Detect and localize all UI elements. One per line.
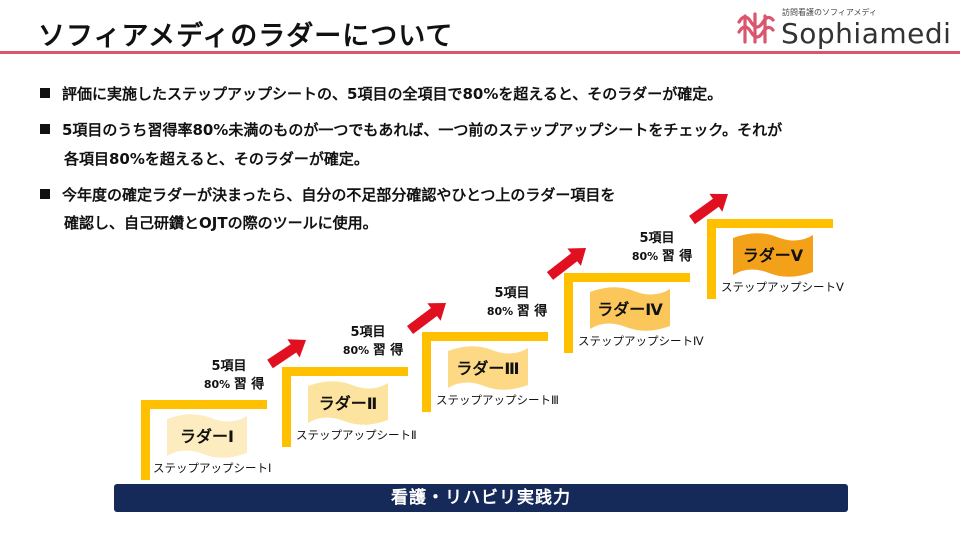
mastery-rate-label: 80% <box>487 305 513 318</box>
square-bullet-icon <box>40 189 50 199</box>
mastery-action-label: 習 得 <box>234 376 265 392</box>
required-items-label: 5項目 <box>211 359 246 374</box>
stepup-sheet-label: ステップアップシートⅠ <box>153 461 271 475</box>
up-right-arrow-icon <box>689 193 728 225</box>
page-title: ソフィアメディのラダーについて <box>38 21 454 52</box>
stepup-sheet-label: ステップアップシートⅤ <box>721 280 844 294</box>
ladder-level-label: ラダーⅡ <box>319 394 378 413</box>
ladder-flag <box>448 346 528 390</box>
bullet-2: 5項目のうち習得率80%未満のものが一つでもあれば、一つ前のステップアップシート… <box>40 120 782 140</box>
step-bracket <box>564 273 690 353</box>
mastery-rate-label: 80% <box>343 344 369 357</box>
step-bracket <box>707 219 833 299</box>
required-items-label: 5項目 <box>494 286 529 301</box>
ladder-flag <box>733 233 813 277</box>
ladder-level-label: ラダーⅢ <box>456 359 519 378</box>
up-right-arrow-icon <box>407 303 446 334</box>
ladder-level-label: ラダーⅣ <box>597 300 663 319</box>
square-bullet-icon <box>40 124 50 134</box>
square-bullet-icon <box>40 88 50 98</box>
up-right-arrow-icon <box>546 248 586 280</box>
bullet-3-line-1: 今年度の確定ラダーが決まったら、自分の不足部分確認やひとつ上のラダー項目を <box>62 186 616 204</box>
practice-ability-bar: 看護・リハビリ実践力 <box>114 484 848 512</box>
bullet-1: 評価に実施したステップアップシートの、5項目の全項目で80%を超えると、そのラダ… <box>40 84 722 104</box>
bullet-1-line-1: 評価に実施したステップアップシートの、5項目の全項目で80%を超えると、そのラダ… <box>62 85 723 103</box>
sophiamedi-logo-icon <box>737 12 775 44</box>
up-right-arrow-icon <box>267 339 306 369</box>
ladder-flag <box>167 414 247 458</box>
stepup-sheet-label: ステップアップシートⅢ <box>436 393 559 407</box>
required-items-label: 5項目 <box>639 231 674 246</box>
bullet-2-line-1: 5項目のうち習得率80%未満のものが一つでもあれば、一つ前のステップアップシート… <box>62 121 783 139</box>
ladder-level-label: ラダーⅠ <box>180 427 234 446</box>
step-bracket <box>282 367 408 447</box>
stepup-sheet-label: ステップアップシートⅡ <box>296 428 417 442</box>
mastery-action-label: 習 得 <box>373 342 404 358</box>
step-bracket <box>141 400 267 480</box>
bullet-2-line-2: 各項目80%を超えると、そのラダーが確定。 <box>64 150 369 168</box>
required-items-label: 5項目 <box>350 325 385 340</box>
ladder-level-label: ラダーⅤ <box>743 246 804 265</box>
logo-tagline: 訪問看護のソフィアメディ <box>782 8 877 17</box>
step-bracket <box>422 332 548 412</box>
title-underline <box>0 51 960 54</box>
stepup-sheet-label: ステップアップシートⅣ <box>578 334 704 348</box>
mastery-action-label: 習 得 <box>517 303 548 319</box>
ladder-flag <box>590 287 670 331</box>
logo-wordmark: Sophiamedi <box>781 17 952 50</box>
bullet-3-line-2: 確認し、自己研鑽とOJTの際のツールに使用。 <box>64 214 378 232</box>
bullet-3: 今年度の確定ラダーが決まったら、自分の不足部分確認やひとつ上のラダー項目を <box>40 185 615 205</box>
mastery-rate-label: 80% <box>632 250 658 263</box>
mastery-rate-label: 80% <box>204 378 230 391</box>
company-logo: 訪問看護のソフィアメディ Sophiamedi <box>735 6 952 50</box>
mastery-action-label: 習 得 <box>662 248 693 264</box>
ladder-flag <box>308 381 388 425</box>
